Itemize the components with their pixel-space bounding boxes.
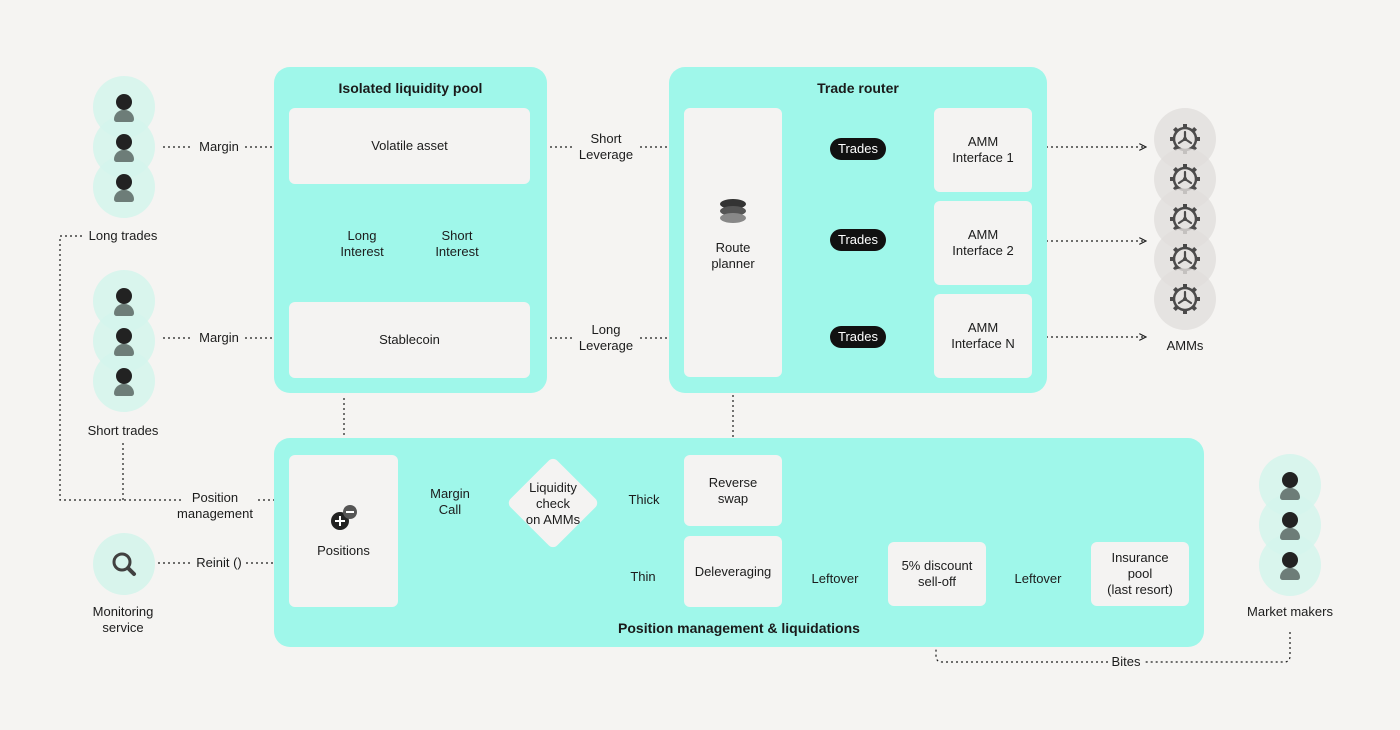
- amm2-label-2: Interface 2: [952, 243, 1014, 258]
- liquidity-check-line-3: on AMMs: [525, 512, 581, 527]
- deleveraging-box: Deleveraging: [684, 536, 782, 607]
- leftover-1-label: Leftover: [811, 571, 859, 586]
- amm1-label-1: AMM: [967, 134, 999, 149]
- reverse-swap-label-1: Reverse: [708, 474, 758, 490]
- leftover-2-label: Leftover: [1014, 571, 1062, 586]
- positions-box: Positions: [289, 455, 398, 607]
- route-planner-box: Route planner: [684, 108, 782, 377]
- long-leverage-label: Long Leverage: [579, 322, 633, 354]
- reinit-label: Reinit (): [196, 555, 242, 570]
- trader-avatar: [93, 314, 155, 376]
- amm1-label-2: Interface 1: [952, 150, 1014, 165]
- stablecoin-box: Stablecoin: [289, 302, 530, 378]
- margin-long-label: Margin: [199, 139, 239, 154]
- liquidation-panel-title: Position management & liquidations: [618, 620, 860, 636]
- trader-avatar: [93, 274, 155, 336]
- market-maker-avatar: [1259, 498, 1321, 560]
- trader-avatar: [93, 354, 155, 416]
- discount-label-2: sell-off: [917, 574, 957, 589]
- plus-minus-icon: [330, 505, 357, 530]
- amm-avatar: [1154, 268, 1216, 330]
- position-management-label: Position management: [177, 490, 253, 522]
- margin-call-line-2: Call: [438, 502, 462, 517]
- insurance-label-2: pool: [1127, 566, 1153, 581]
- long-trades-label: Long trades: [88, 228, 158, 243]
- monitoring-line-1: Monitoring: [92, 604, 154, 619]
- reverse-swap-label-2: swap: [717, 490, 749, 506]
- deleveraging-label: Deleveraging: [694, 563, 772, 579]
- market-makers-label: Market makers: [1247, 604, 1333, 619]
- amms-label: AMMs: [1166, 338, 1204, 353]
- amm2-label-1: AMM: [967, 227, 999, 242]
- position-mgmt-line-2: management: [177, 506, 253, 521]
- edge-long-mgmt: [59, 235, 183, 501]
- monitoring-service-avatar: [93, 533, 155, 595]
- route-planner-label-2: planner: [711, 255, 755, 271]
- short-interest-line-2: Interest: [435, 244, 479, 259]
- positions-label: Positions: [317, 543, 370, 558]
- short-leverage-line-1: Short: [590, 131, 622, 146]
- short-interest-label: Short Interest: [435, 228, 478, 260]
- monitoring-service-label: Monitoring service: [93, 604, 154, 636]
- long-leverage-line-1: Long: [591, 322, 621, 337]
- insurance-pool-box: Insurance pool (last resort): [1091, 542, 1189, 606]
- long-interest-label: Long Interest: [340, 228, 383, 260]
- insurance-label-3: (last resort): [1107, 582, 1173, 597]
- trader-avatar: [93, 80, 155, 142]
- margin-short-label: Margin: [199, 330, 239, 345]
- long-interest-line-2: Interest: [340, 244, 384, 259]
- short-leverage-line-2: Leverage: [578, 147, 634, 162]
- edge-bites-2: [936, 610, 1108, 663]
- search-icon: [112, 552, 136, 576]
- ammn-label-1: AMM: [967, 320, 999, 335]
- margin-call-label: Margin Call: [430, 486, 470, 518]
- monitoring-line-2: service: [102, 620, 144, 635]
- trades-pill-3: Trades: [830, 326, 886, 348]
- router-panel-title: Trade router: [817, 80, 899, 96]
- liquidity-check-label: Liquidity check on AMMs: [503, 478, 603, 530]
- market-maker-avatar: [1259, 538, 1321, 600]
- trader-avatar: [93, 160, 155, 222]
- amm-interface-n-box: AMM Interface N: [934, 294, 1032, 378]
- discount-selloff-box: 5% discount sell-off: [888, 542, 986, 606]
- short-interest-line-1: Short: [441, 228, 473, 243]
- long-interest-line-1: Long: [347, 228, 377, 243]
- reverse-swap-box: Reverse swap: [684, 455, 782, 526]
- short-leverage-label: Short Leverage: [579, 131, 633, 163]
- liquidity-check-line-1: Liquidity: [529, 480, 577, 495]
- volatile-asset-box: Volatile asset: [289, 108, 530, 184]
- amm-interface-1-box: AMM Interface 1: [934, 108, 1032, 192]
- ammn-label-2: Interface N: [951, 336, 1015, 351]
- database-icon: [720, 198, 746, 223]
- trades-pill-2: Trades: [830, 229, 886, 251]
- bites-label: Bites: [1111, 654, 1141, 669]
- route-planner-label-1: Route: [715, 239, 751, 255]
- short-trades-label: Short trades: [87, 423, 159, 438]
- insurance-label-1: Insurance: [1111, 550, 1169, 565]
- market-maker-avatar: [1259, 458, 1321, 520]
- volatile-asset-label: Volatile asset: [371, 138, 448, 153]
- trader-avatar: [93, 120, 155, 182]
- amm-interface-2-box: AMM Interface 2: [934, 201, 1032, 285]
- position-mgmt-line-1: Position: [191, 490, 239, 505]
- stablecoin-label: Stablecoin: [379, 332, 440, 347]
- thin-label: Thin: [630, 569, 656, 584]
- gear-icon: [1170, 284, 1200, 314]
- margin-call-line-1: Margin: [430, 486, 470, 501]
- long-leverage-line-2: Leverage: [578, 338, 634, 353]
- thick-label: Thick: [628, 492, 660, 507]
- liquidity-check-line-2: check: [536, 496, 570, 511]
- trades-pill-1: Trades: [830, 138, 886, 160]
- pool-panel-title: Isolated liquidity pool: [338, 80, 483, 96]
- discount-label-1: 5% discount: [901, 558, 973, 573]
